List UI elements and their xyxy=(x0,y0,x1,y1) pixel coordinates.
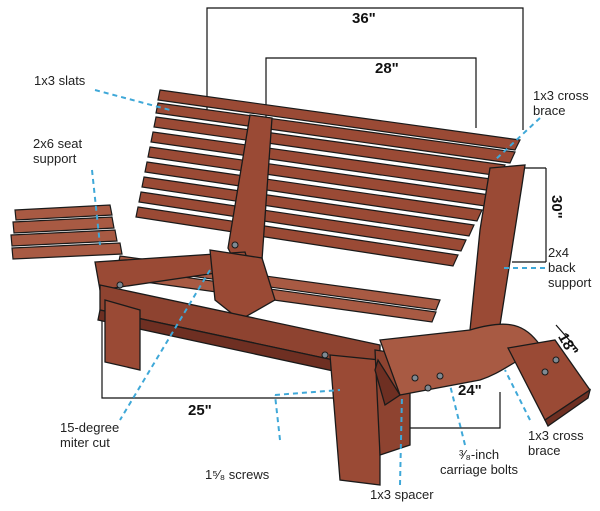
dimension-28: 28" xyxy=(375,60,399,77)
dimension-25: 25" xyxy=(188,402,212,419)
label-line: brace xyxy=(533,103,566,118)
label-line: back xyxy=(548,260,576,275)
dimension-24: 24" xyxy=(458,382,482,399)
label-back-support: 2x4 back support xyxy=(548,245,591,290)
label-line: ³⁄₈-inch xyxy=(458,447,500,462)
detached-arm-piece xyxy=(507,339,592,427)
label-cross-brace-top: 1x3 cross brace xyxy=(533,88,589,118)
label-bolts: ³⁄₈-inch carriage bolts xyxy=(440,447,518,477)
label-cross-brace-bottom: 1x3 cross brace xyxy=(528,428,584,458)
back-slats xyxy=(135,89,521,267)
right-support xyxy=(469,164,526,331)
dimension-36: 36" xyxy=(352,10,376,27)
label-line: 15-degree xyxy=(60,420,120,435)
label-seat-support: 2x6 seat support xyxy=(33,136,82,166)
label-miter: 15-degree miter cut xyxy=(60,420,119,450)
label-line: 1x3 cross xyxy=(528,428,584,443)
label-screws: 1⁵⁄₈ screws xyxy=(205,467,270,482)
label-line: brace xyxy=(528,443,561,458)
label-line: 1x3 cross xyxy=(533,88,589,103)
dimension-30: 30" xyxy=(548,195,565,219)
left-arm xyxy=(94,114,276,321)
label-line: carriage bolts xyxy=(440,462,519,477)
label-spacer: 1x3 spacer xyxy=(370,487,434,502)
bolts xyxy=(116,241,560,392)
label-line: 2x4 xyxy=(548,245,569,260)
label-line: miter cut xyxy=(60,435,110,450)
label-line: 2x6 seat xyxy=(33,136,83,151)
label-line: support xyxy=(33,151,77,166)
label-line: support xyxy=(548,275,592,290)
leader-lines xyxy=(91,89,545,486)
label-slats: 1x3 slats xyxy=(34,73,86,88)
